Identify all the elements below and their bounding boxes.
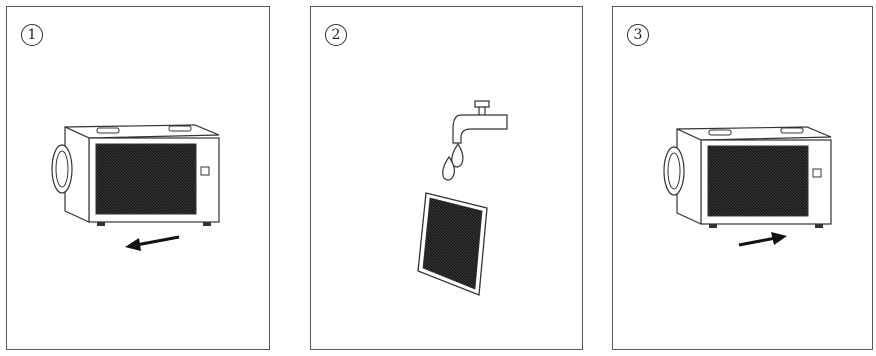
wash-filter-illustration	[311, 7, 584, 351]
dehumidifier-unit-icon	[7, 7, 271, 351]
water-drop-icon	[452, 144, 463, 167]
arrow-left-icon	[125, 237, 179, 251]
filter-panel-icon	[418, 193, 487, 295]
step-panel-1: 1	[6, 6, 270, 350]
step-panel-3: 3	[612, 6, 873, 350]
arrow-right-icon	[739, 232, 787, 245]
step-panel-2: 2	[310, 6, 583, 350]
dehumidifier-unit-icon	[613, 7, 874, 351]
water-tap-icon	[453, 101, 507, 143]
